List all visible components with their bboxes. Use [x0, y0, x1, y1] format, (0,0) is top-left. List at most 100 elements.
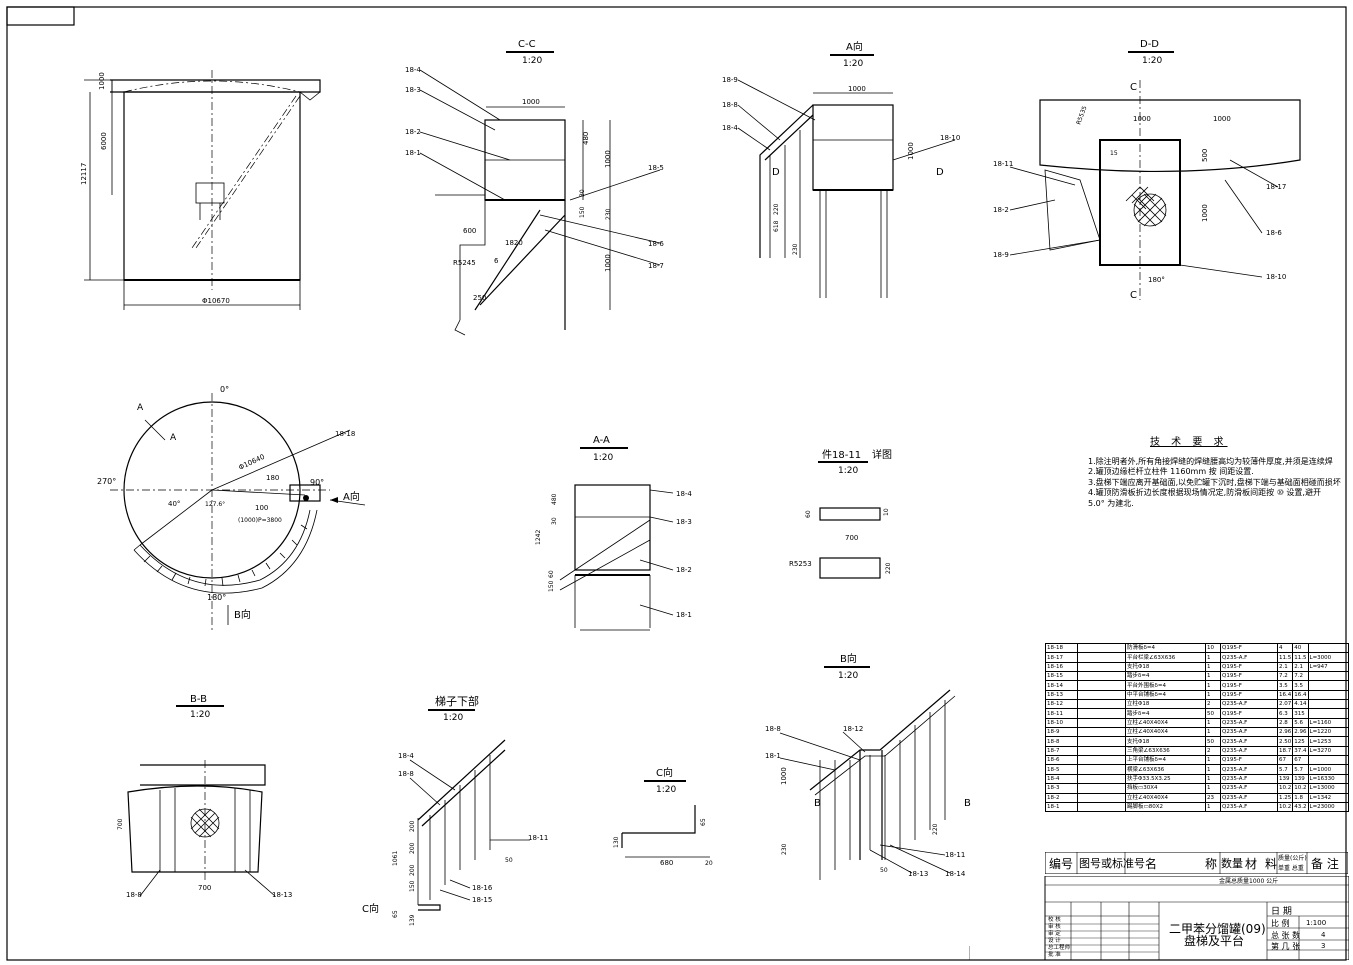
scale-value: 1:100 — [1306, 919, 1327, 927]
bom-cell: 立柱∠40X40X4 — [1125, 792, 1206, 803]
bom-col-mat2: 料 — [1265, 857, 1278, 871]
tank-elevation-view: 1000 6000 12117 Φ10670 — [80, 70, 321, 310]
sheet-no-value: 3 — [1321, 942, 1326, 950]
bom-cell: 18-1 — [1045, 801, 1078, 813]
bom-cell: 11.5 — [1276, 652, 1294, 663]
bom-cell: 4.14 — [1292, 699, 1309, 710]
bom-cell — [1077, 801, 1126, 813]
bom-cell: 1 — [1205, 671, 1221, 682]
bom-cell: 18-6 — [1045, 755, 1078, 766]
bom-cell — [1307, 755, 1349, 766]
c-dim-65: 65 — [700, 818, 707, 826]
bom-cell: 横梁∠63X636 — [1125, 764, 1206, 775]
elev-dim-dia: Φ10670 — [202, 297, 230, 305]
bom-cell: Q195-F — [1220, 755, 1278, 766]
b-dir-title: B向 — [840, 652, 857, 665]
bb-label-18-13: 18-13 — [272, 891, 292, 899]
b-label-right: B — [964, 798, 971, 809]
cc-dim-250: 250 — [473, 294, 486, 302]
bom-cell — [1307, 680, 1349, 691]
role-label: 批 准 — [1048, 952, 1061, 958]
bom-cell — [1077, 671, 1126, 682]
plan-angle-40: 40° — [168, 500, 180, 508]
outer-frame — [6, 6, 1347, 961]
cc-dim-1000v: 1000 — [604, 150, 612, 168]
bom-cell: 7.2 — [1292, 671, 1309, 682]
bom-cell: 2 — [1205, 699, 1221, 710]
b-dim-50: 50 — [880, 867, 888, 874]
bom-cell: 16.4 — [1292, 689, 1309, 701]
cc-dim-1000: 1000 — [522, 98, 540, 106]
bom-cell: 支托Φ18 — [1125, 661, 1206, 673]
title-block: 金属总质量1000 公斤 校 核审 核审 定设 计总工程师批 准 二甲苯分馏罐(… — [969, 876, 1349, 960]
date-label: 日 期 — [1271, 907, 1292, 917]
a-label-18-8: 18-8 — [722, 101, 738, 109]
bom-cell — [1077, 652, 1126, 663]
sheets-label: 总 张 数 — [1271, 931, 1301, 940]
a-dir-title: A向 — [846, 40, 863, 53]
bom-cell: L=13000 — [1307, 783, 1349, 794]
ladder-label-18-16: 18-16 — [472, 884, 493, 892]
dd-label-18-6: 18-6 — [1266, 229, 1282, 237]
aa-dim-150: 150 — [548, 580, 555, 592]
bom-cell: L=1160 — [1307, 717, 1349, 729]
a-dim-618: 618 — [773, 220, 780, 232]
notes-line: 4.罐顶防滑板折边长度根据现场情况定,防滑板间距按 ⑩ 设置,避开 — [1088, 488, 1321, 498]
ladder-scale: 1:20 — [443, 713, 463, 723]
bom-cell: 18-11 — [1045, 708, 1078, 719]
bom-cell: Q235-A.F — [1220, 717, 1278, 729]
bom-cell: 2.07 — [1276, 699, 1294, 710]
plan-dim-180: 180 — [266, 474, 279, 482]
aa-dim-480: 480 — [551, 493, 558, 505]
bom-cell — [1307, 699, 1349, 710]
a-dir-scale: 1:20 — [843, 59, 863, 69]
bom-cell: Q235-A.F — [1220, 652, 1278, 663]
bom-cell: 支托Φ18 — [1125, 736, 1206, 747]
bom-cell: 踢脚板▭80X2 — [1125, 801, 1206, 813]
bom-cell: 18.7 — [1276, 745, 1294, 757]
ladder-label-18-4: 18-4 — [398, 752, 414, 760]
role-label: 审 核 — [1048, 924, 1061, 930]
section-bb-view: B-B 1:20 700 700 18-8 18-13 — [117, 694, 292, 899]
c-dir-title: C向 — [656, 766, 673, 779]
bom-col-no: 编号 — [1049, 857, 1074, 871]
bom-cell: Q195-F — [1220, 661, 1278, 673]
bom-cell — [1077, 764, 1126, 775]
dd-dim-1000v: 1000 — [1201, 204, 1209, 222]
view-c-direction: C向 1:20 680 20 65 130 — [613, 766, 713, 867]
bom-cell: 2.1 — [1276, 661, 1294, 673]
bom-cell: 3.5 — [1292, 680, 1309, 691]
bom-cell: 1 — [1205, 764, 1221, 775]
a-label-18-9: 18-9 — [722, 76, 738, 84]
bom-cell: 4 — [1276, 642, 1294, 654]
bom-cell: 2.96 — [1276, 727, 1294, 738]
cc-dim-1820: 1820 — [505, 239, 523, 247]
bom-cell: 2.1 — [1292, 661, 1309, 673]
bom-cell: 50 — [1205, 708, 1221, 719]
bom-cell: 11.5 — [1292, 652, 1309, 663]
bom-cell: 平台栏梁∠63X636 — [1125, 652, 1206, 663]
bb-dim-700: 700 — [198, 884, 211, 892]
bom-cell: 18-17 — [1045, 652, 1078, 663]
bom-cell: 18-7 — [1045, 745, 1078, 757]
ladder-title: 梯子下部 — [435, 694, 479, 708]
bom-cell: 18-5 — [1045, 764, 1078, 775]
bom-cell: 67 — [1276, 755, 1294, 766]
bom-cell: 1 — [1205, 727, 1221, 738]
bom-cell: Q235-A.F — [1220, 783, 1278, 794]
b-dim-230: 230 — [781, 843, 788, 855]
bom-cell: Q195-F — [1220, 671, 1278, 682]
bom-cell: Q235-A.F — [1220, 773, 1278, 785]
bom-cell: L=1253 — [1307, 736, 1349, 747]
elev-dim-total: 12117 — [80, 163, 88, 185]
b-label-18-14: 18-14 — [945, 870, 966, 878]
bom-cell: Q235-A.F — [1220, 699, 1278, 710]
ladder-dim-50: 50 — [505, 857, 513, 864]
bom-total-weight: 金属总质量1000 公斤 — [1219, 878, 1279, 885]
plan-dim-arc: (1000)P=3800 — [238, 517, 282, 524]
